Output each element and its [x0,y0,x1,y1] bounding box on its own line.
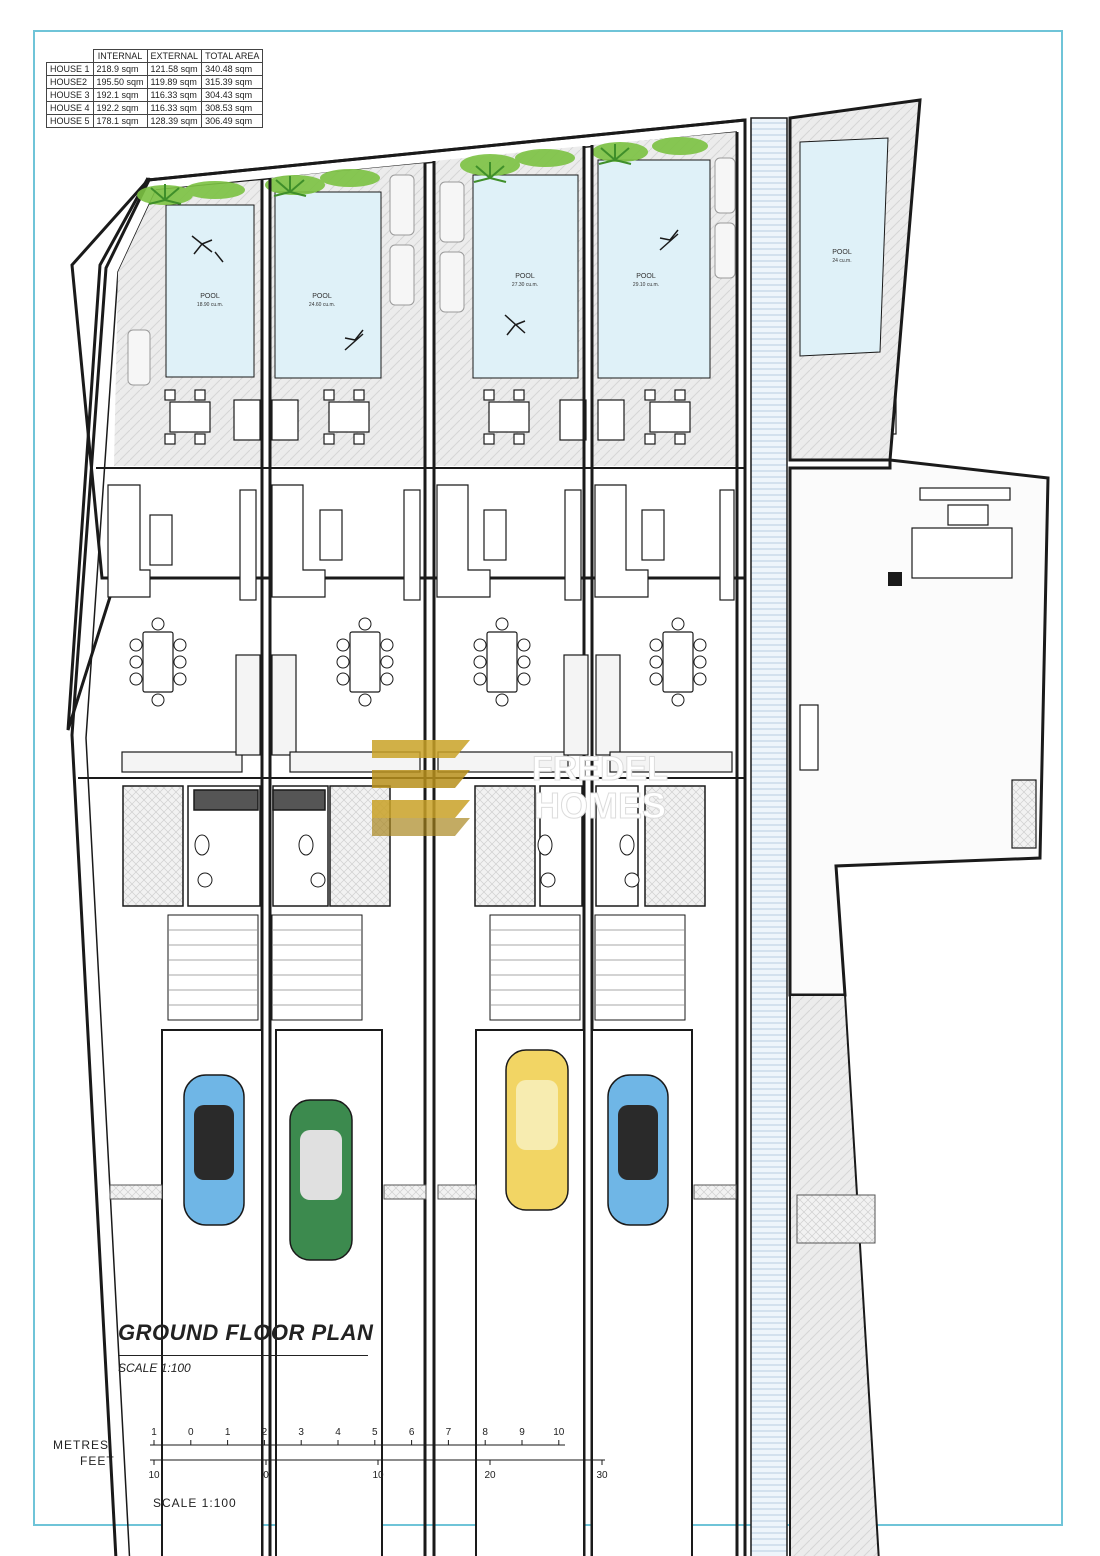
metre-tick-label: 9 [519,1427,525,1438]
pool-house-3 [472,174,579,379]
feet-tick-label: 10 [148,1470,160,1481]
metre-tick-label: 8 [482,1427,488,1438]
metre-tick-label: 1 [151,1427,157,1438]
street-ramps [109,1184,737,1200]
house-5-utility [1011,779,1037,849]
feet-tick-label: 10 [372,1470,384,1481]
feet-tick-label: 30 [596,1470,608,1481]
area-value-cell: 306.49 sqm [201,114,264,128]
car-blue-house-4 [607,1074,669,1226]
metre-tick-label: 10 [553,1427,565,1438]
car-yellow-house-3 [505,1049,569,1211]
pool-house-4 [597,159,711,379]
pool-label-4: POOL [636,273,656,280]
pool-house-2 [274,191,382,379]
feet-tick-label: 20 [484,1470,496,1481]
watermark-text-line1: FREDEL [532,750,668,788]
feet-tick-label: 0 [263,1470,269,1481]
metre-tick-label: 0 [188,1427,194,1438]
planting-strips [137,119,880,205]
house-5-counter [799,704,819,771]
area-value-cell: 178.1 sqm [92,114,148,128]
plan-title-underline [118,1355,368,1356]
metre-tick-label: 3 [298,1427,304,1438]
pool-house-1 [165,204,255,378]
scale-bar-caption: SCALE 1:100 [153,1496,237,1510]
sun-loungers [127,157,736,386]
stair-treads [168,704,1016,1006]
scale-bar-feet-ticks [153,1460,603,1465]
living-furniture [107,484,735,601]
pool-volume-1: 18.90 cu.m. [197,302,223,308]
house-5-sofa [911,527,1013,579]
area-value-cell: 128.39 sqm [146,114,203,128]
plan-scale: SCALE 1:100 [118,1361,191,1375]
metre-tick-label: 7 [445,1427,452,1438]
pool-house-5 [799,137,889,357]
pool-label-3: POOL [515,273,535,280]
house-5-coffee-table [947,504,989,526]
pool-label-5: POOL [832,249,852,256]
plan-title: GROUND FLOOR PLAN [118,1320,374,1345]
house-5-driveway [789,994,880,1556]
pool-volume-2: 24.60 cu.m. [309,302,335,308]
pool-volume-3: 27.30 cu.m. [512,282,538,288]
pool-label-2: POOL [312,293,332,300]
metre-tick-label: 2 [261,1427,268,1438]
scale-bar-metres-label: METRES [53,1438,110,1452]
pool-volume-5: 24 cu.m. [832,258,851,264]
metre-tick-label: 6 [408,1427,415,1438]
scale-bar-feet-label: FEET [80,1454,115,1468]
pool-volume-4: 29.10 cu.m. [633,282,659,288]
metre-tick-label: 1 [224,1427,231,1438]
car-blue-house-1 [183,1074,245,1226]
metre-tick-label: 5 [372,1427,378,1438]
pool-label-1: POOL [200,293,220,300]
watermark-logo [372,740,470,836]
house-5-column [888,572,902,586]
car-green-house-2 [289,1099,353,1261]
house-5-tv-unit [919,487,1011,501]
metre-tick-label: 4 [335,1427,341,1438]
side-passage [750,117,788,1556]
rear-wall-houses-1-4 [147,118,746,182]
perimeter-wall [70,177,152,1556]
scale-bar-metre-ticks [153,1440,560,1445]
house-5-driveway-ramp [796,1194,876,1244]
watermark-text-line2: HOMES [534,785,666,826]
